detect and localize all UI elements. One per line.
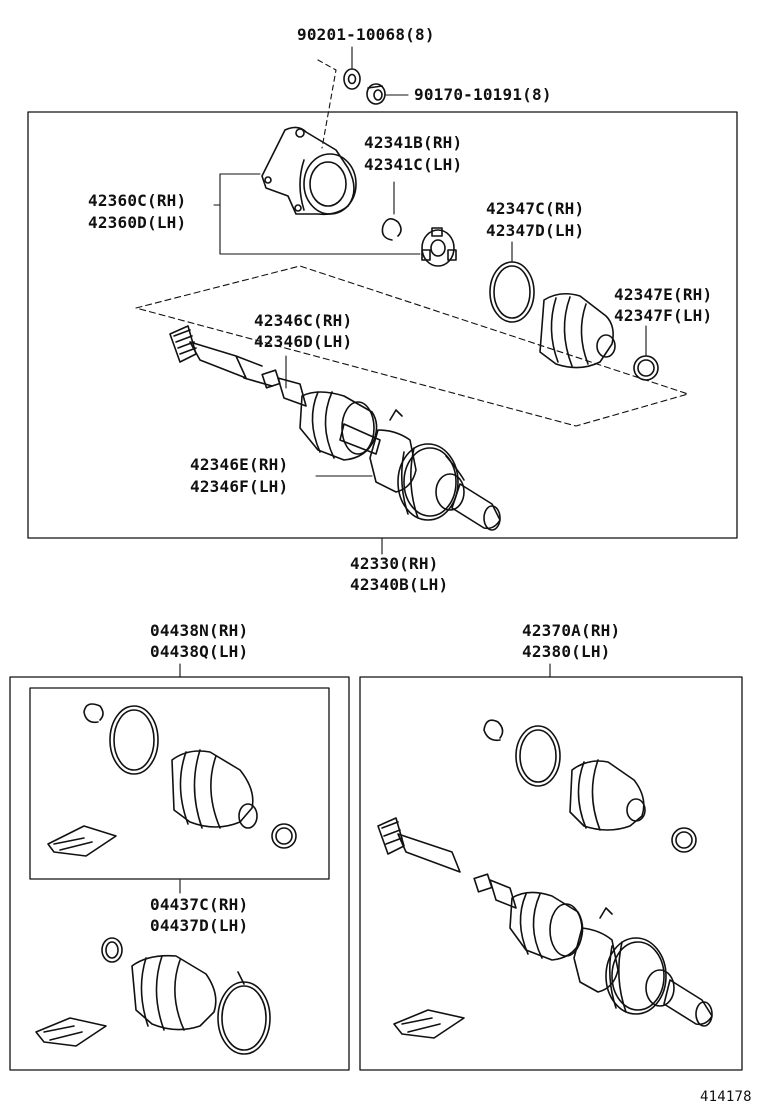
leader-42360-b — [219, 204, 421, 255]
label-42346D: 42346D(LH) — [254, 332, 353, 351]
boot-clamp-42347C — [489, 261, 535, 323]
label-42347F: 42347F(LH) — [614, 306, 713, 325]
complete-shaft-frame — [359, 676, 743, 1071]
drive-shaft — [169, 325, 501, 531]
inner-boot — [539, 292, 616, 369]
label-04438Q: 04438Q(LH) — [150, 642, 249, 661]
label-42360D: 42360D(LH) — [88, 213, 187, 232]
nut-dashed-leader — [317, 59, 337, 149]
inner-kit-parts — [47, 703, 297, 857]
leader-42360 — [213, 173, 261, 206]
label-04437C: 04437C(RH) — [150, 895, 249, 914]
label-42347E: 42347E(RH) — [614, 285, 713, 304]
tripod-joint — [421, 227, 457, 267]
label-42340B: 42340B(LH) — [350, 575, 449, 594]
label-42380: 42380(LH) — [522, 642, 611, 661]
label-42346C: 42346C(RH) — [254, 311, 353, 330]
nut-90170 — [366, 83, 386, 105]
label-42330: 42330(RH) — [350, 554, 439, 573]
main-assembly-frame — [27, 111, 738, 539]
small-clamp-42347E — [633, 355, 659, 381]
boot-kit-inner-frame — [29, 687, 330, 880]
label-42341C: 42341C(LH) — [364, 155, 463, 174]
label-42341B: 42341B(RH) — [364, 133, 463, 152]
label-42346F: 42346F(LH) — [190, 477, 289, 496]
label-42360C: 42360C(RH) — [88, 191, 187, 210]
complete-shaft-parts — [377, 719, 713, 1039]
label-42347D: 42347D(LH) — [486, 221, 585, 240]
subassembly-dashed-box — [135, 265, 689, 427]
washer-90201 — [343, 68, 361, 90]
label-42347C: 42347C(RH) — [486, 199, 585, 218]
label-42370A: 42370A(RH) — [522, 621, 621, 640]
label-04437D: 04437D(LH) — [150, 916, 249, 935]
label-04438N: 04438N(RH) — [150, 621, 249, 640]
boot-kit-outer-frame — [9, 676, 350, 1071]
label-90201: 90201-10068(8) — [297, 25, 435, 44]
label-90170: 90170-10191(8) — [414, 85, 552, 104]
outer-kit-parts — [35, 937, 271, 1055]
joint-housing — [261, 126, 357, 216]
label-42346E: 42346E(RH) — [190, 455, 289, 474]
snap-ring-42341 — [381, 218, 402, 241]
figure-number: 414178 — [700, 1089, 752, 1105]
